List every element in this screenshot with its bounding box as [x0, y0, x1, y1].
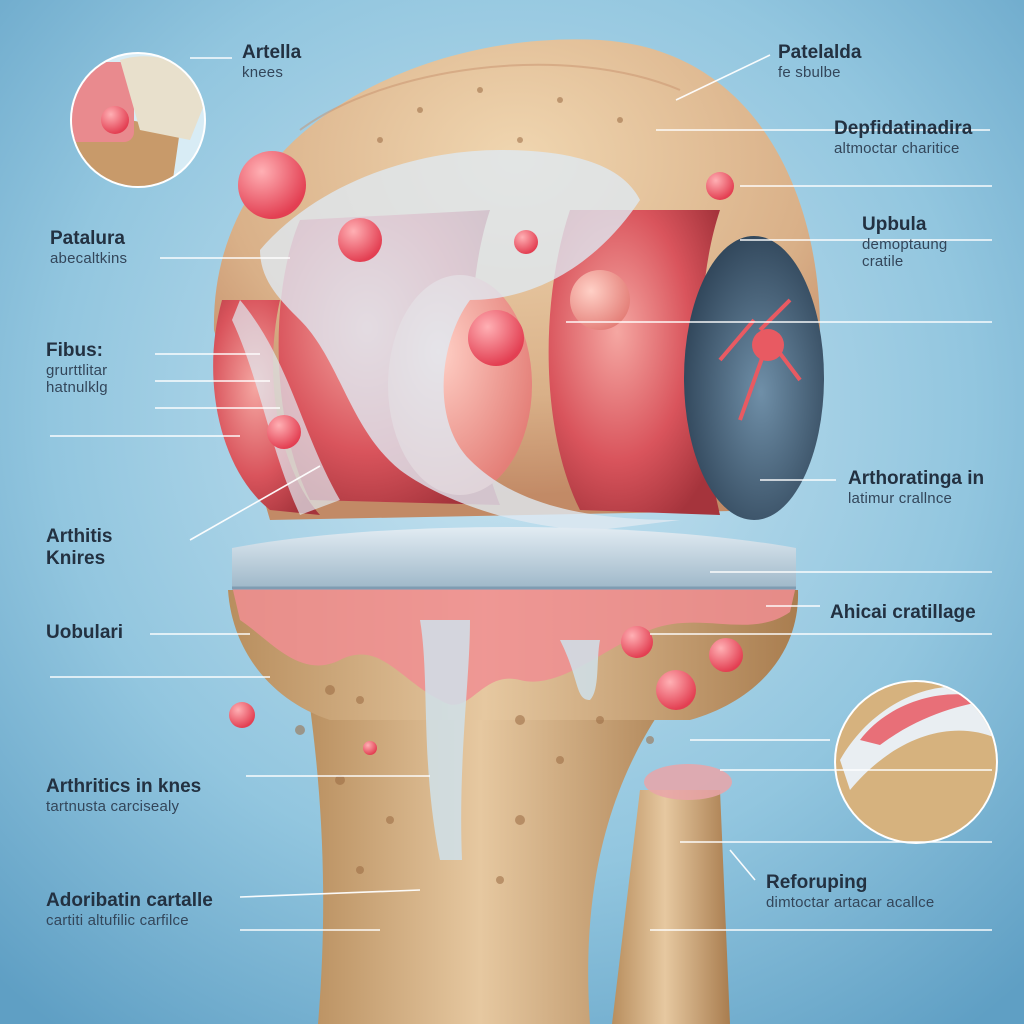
label-title: Arthitis	[46, 526, 113, 547]
label-patelalda: Patelalda fe sbulbe	[778, 42, 861, 81]
label-subtitle-2: hatnulklg	[46, 379, 108, 397]
label-subtitle: Knires	[46, 547, 106, 569]
label-subtitle: grurttlitar	[46, 361, 108, 379]
label-title: Arthoratinga in	[848, 468, 985, 489]
label-title: Ahicai cratillage	[830, 602, 976, 623]
label-subtitle: dimtoctar artacar acallce	[766, 893, 935, 911]
label-subtitle: tartnusta carcisealy	[46, 797, 180, 815]
label-title: Patalura	[50, 228, 125, 249]
label-title: Upbula	[862, 214, 927, 235]
label-title: Depfidatinadira	[834, 118, 973, 139]
label-fibus: Fibus: grurttlitar hatnulklg	[46, 340, 108, 396]
label-title: Adoribatin cartalle	[46, 890, 213, 911]
label-subtitle: cartiti altufilic carfilce	[46, 911, 189, 929]
label-title: Fibus:	[46, 340, 103, 361]
label-subtitle: abecaltkins	[50, 249, 128, 267]
label-upbula: Upbula demoptaung cratile	[862, 214, 947, 270]
label-ahicai: Ahicai cratillage	[830, 602, 976, 624]
label-subtitle: demoptaung	[862, 235, 948, 253]
label-subtitle-2: cratile	[862, 253, 904, 271]
label-subtitle: fe sbulbe	[778, 63, 841, 81]
label-title: Arthritics in knes	[46, 776, 202, 797]
label-reforuping: Reforuping dimtoctar artacar acallce	[766, 872, 934, 911]
label-patalura: Patalura abecaltkins	[50, 228, 127, 267]
label-depfidatinadira: Depfidatinadira altmoctar charitice	[834, 118, 972, 157]
label-adoribatin: Adoribatin cartalle cartiti altufilic ca…	[46, 890, 213, 929]
label-title: Artella	[242, 42, 302, 63]
label-arthoratinga: Arthoratinga in latimur crallnce	[848, 468, 984, 507]
label-subtitle: knees	[242, 63, 284, 81]
label-title: Patelalda	[778, 42, 862, 63]
label-title: Reforuping	[766, 872, 868, 893]
label-title: Uobulari	[46, 622, 124, 643]
label-arthritics: Arthritics in knes tartnusta carcisealy	[46, 776, 201, 815]
label-subtitle: latimur crallnce	[848, 489, 953, 507]
label-uobulari: Uobulari	[46, 622, 123, 644]
label-arthitis: Arthitis Knires	[46, 526, 113, 570]
label-subtitle: altmoctar charitice	[834, 139, 960, 157]
label-artella: Artella knees	[242, 42, 301, 81]
